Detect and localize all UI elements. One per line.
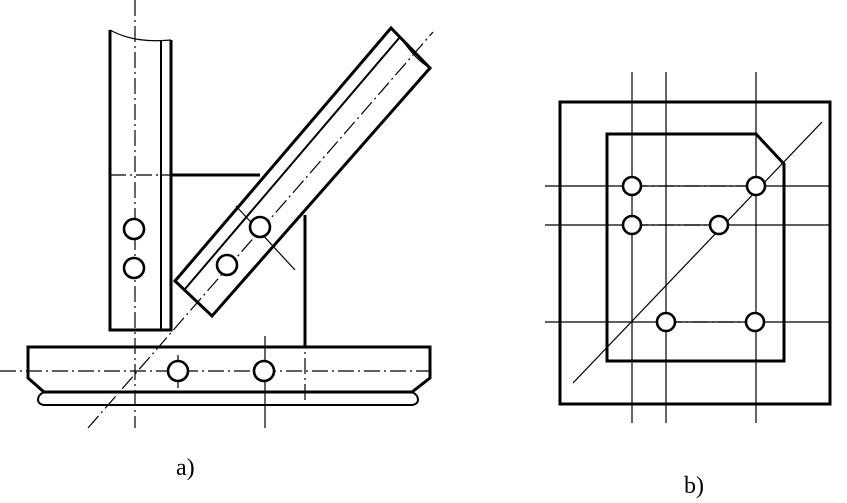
gusset-plate (171, 173, 307, 347)
bolt-hole (621, 214, 643, 236)
caption-b: b) (684, 473, 704, 499)
caption-a: a) (176, 455, 195, 481)
view-a (0, 0, 434, 429)
bolt-hole (248, 215, 272, 239)
bolt-hole (252, 359, 276, 383)
bolt-hole (708, 214, 730, 236)
bolt-hole (621, 175, 643, 197)
bolt-hole (744, 311, 766, 333)
base-plate (558, 100, 832, 406)
view-b (545, 72, 832, 423)
bolt-hole (745, 175, 767, 197)
gusset-plate-plan (605, 132, 786, 363)
bolt-hole (655, 311, 677, 333)
horizontal-chord (0, 332, 432, 428)
bolt-hole (166, 359, 190, 383)
bolt-hole (122, 217, 146, 241)
bolt-hole (122, 256, 146, 280)
bolt-hole (215, 253, 239, 277)
vertical-member (108, 0, 173, 428)
